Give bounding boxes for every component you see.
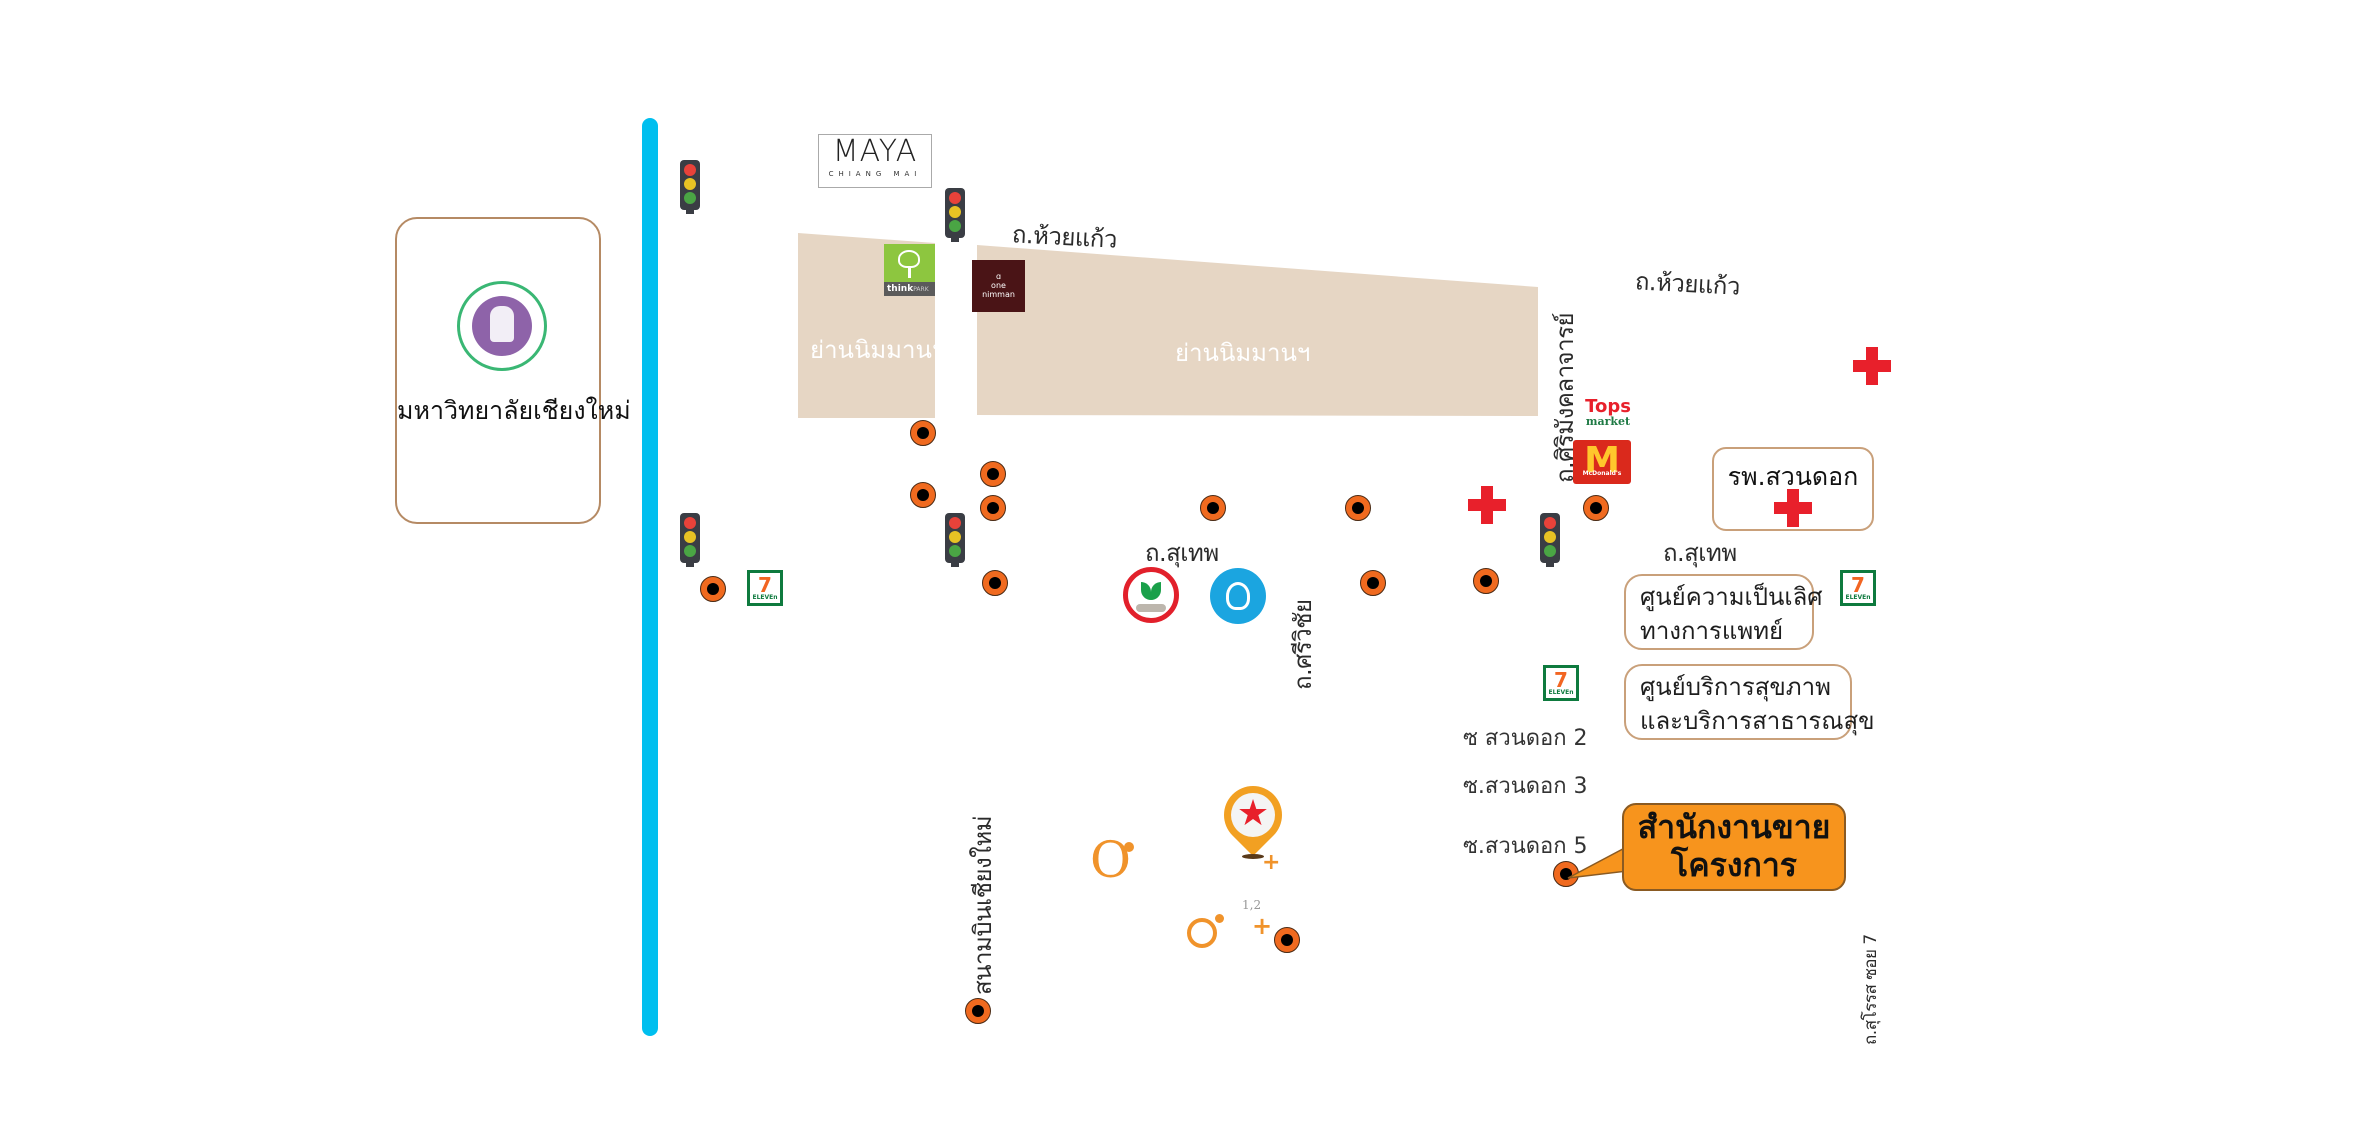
bus-stop-icon[interactable] xyxy=(910,420,936,446)
plus-icon: + xyxy=(1252,912,1273,940)
canal-line xyxy=(642,118,658,1036)
o-brand-logo[interactable] xyxy=(1187,914,1224,948)
road-label-huay-kaew: ถ.ห้วยแก้ว xyxy=(1634,267,1741,301)
plus-icon: + xyxy=(1262,850,1281,875)
bus-stop-icon[interactable] xyxy=(1360,570,1386,596)
road-label-suroros-7: ถ.สุโรรส ซอย 7 xyxy=(1861,934,1881,1045)
bus-stop-icon[interactable] xyxy=(700,576,726,602)
sales-office-line2: โครงการ xyxy=(1671,846,1797,884)
traffic-light-icon xyxy=(1540,513,1560,567)
traffic-light-icon xyxy=(680,513,700,567)
hospital-cross-icon xyxy=(1774,489,1812,527)
university-card[interactable]: มหาวิทยาลัยเชียงใหม่ xyxy=(395,217,631,524)
district-block-main xyxy=(977,245,1538,416)
bus-stop-icon[interactable] xyxy=(982,570,1008,596)
bus-stop-icon[interactable] xyxy=(1473,568,1499,594)
suan-dok-hospital-card[interactable]: รพ.สวนดอก xyxy=(1712,447,1874,531)
bus-stop-icon[interactable] xyxy=(1200,495,1226,521)
sales-office-line1: สำนักงานขาย xyxy=(1637,808,1831,846)
road-label-suan-dok-3: ซ.สวนดอก 3 xyxy=(1463,774,1588,799)
maya-subtitle: CHIANG MAI xyxy=(828,170,922,178)
hospital-cross-icon xyxy=(1468,486,1506,524)
bus-stop-icon[interactable] xyxy=(980,495,1006,521)
project-location-pin-icon[interactable]: ★ xyxy=(1211,773,1295,860)
thinkpark-logo[interactable]: thinkPARK xyxy=(884,244,935,296)
bus-stop-icon[interactable] xyxy=(965,998,991,1024)
one-nimman-logo[interactable]: ɑ one nimman xyxy=(972,260,1025,312)
health-service-center-card[interactable]: ศูนย์บริการสุขภาพ และบริการสาธารณสุข xyxy=(1624,664,1875,740)
road-label-suan-dok-5: ซ.สวนดอก 5 xyxy=(1463,834,1588,859)
tops-market-logo[interactable]: Tops market xyxy=(1585,396,1631,428)
traffic-light-icon xyxy=(945,188,965,242)
district-label-left: ย่านนิมมานฯ xyxy=(810,336,946,364)
road-label-suthep: ถ.สุเทพ xyxy=(1145,539,1219,567)
medical-excellence-center-card[interactable]: ศูนย์ความเป็นเลิศ ทางการแพทย์ xyxy=(1624,574,1823,650)
traffic-light-icon xyxy=(945,513,965,567)
bus-stop-icon[interactable] xyxy=(1274,927,1300,953)
o-brand-logo[interactable]: O xyxy=(1090,835,1134,885)
kasikorn-bank-icon[interactable] xyxy=(1123,567,1179,623)
maya-logo[interactable]: MAYA CHIANG MAI xyxy=(818,134,932,188)
marker-sub-label: 1,2 xyxy=(1242,898,1262,912)
bus-stop-icon[interactable] xyxy=(1553,861,1579,887)
road-label-suan-dok-2: ซ สวนดอก 2 xyxy=(1463,726,1588,751)
maya-title: MAYA xyxy=(832,134,918,169)
bus-stop-icon[interactable] xyxy=(980,461,1006,487)
hospital-cross-icon xyxy=(1853,347,1891,385)
sales-office-callout[interactable]: สำนักงานขาย โครงการ xyxy=(1622,803,1846,891)
road-label-suthep: ถ.สุเทพ xyxy=(1663,539,1737,567)
bus-stop-icon[interactable] xyxy=(910,482,936,508)
golden-arches-icon: M xyxy=(1584,440,1620,481)
road-label-airport: สนามบินเชียงใหม่ xyxy=(969,815,997,995)
district-label-main: ย่านนิมมานฯ xyxy=(1175,339,1311,367)
mcdonalds-logo[interactable]: M McDonald's xyxy=(1573,440,1631,484)
university-seal-icon xyxy=(457,281,547,371)
krungthai-bank-icon[interactable] xyxy=(1210,568,1266,624)
hospital-label: รพ.สวนดอก xyxy=(1727,462,1859,491)
traffic-light-icon xyxy=(680,160,700,214)
road-label-srivichai: ถ.ศรีวิชัย xyxy=(1289,599,1317,690)
bus-stop-icon[interactable] xyxy=(1345,495,1371,521)
bus-stop-icon[interactable] xyxy=(1583,495,1609,521)
star-icon: ★ xyxy=(1236,793,1270,834)
university-name: มหาวิทยาลัยเชียงใหม่ xyxy=(397,396,631,425)
road-label-huay-kaew: ถ.ห้วยแก้ว xyxy=(1011,220,1118,254)
